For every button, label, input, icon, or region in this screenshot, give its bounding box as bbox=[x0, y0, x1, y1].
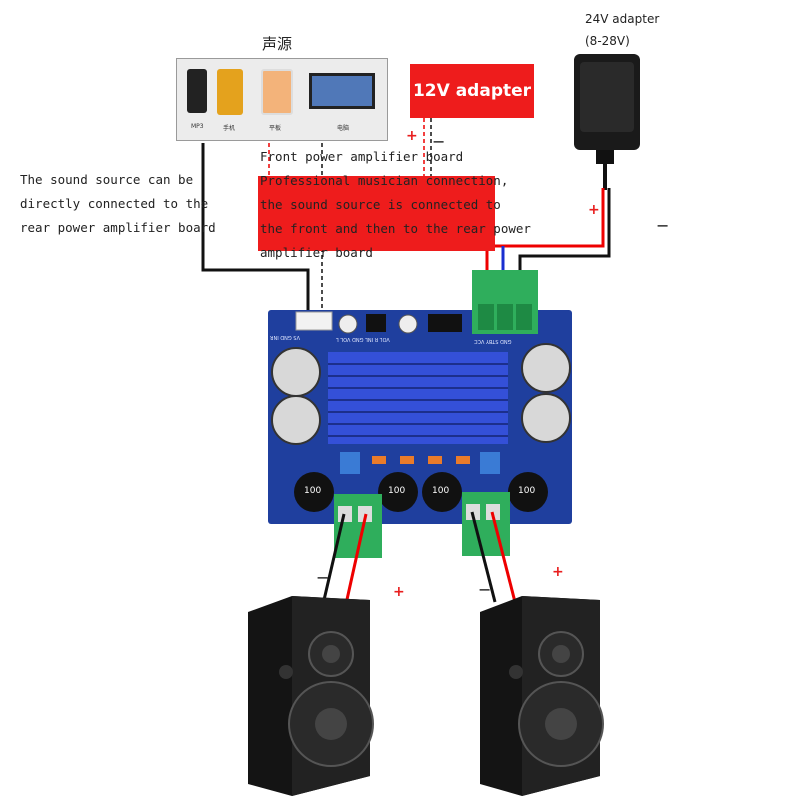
front-note-line-5: amplifier board bbox=[260, 245, 373, 260]
inductor-label-3: 100 bbox=[432, 486, 450, 496]
power-header-label: GND STBY VCC bbox=[474, 338, 512, 344]
front-note-line-3: the sound source is connected to bbox=[260, 197, 501, 212]
phone-label: 手机 bbox=[223, 125, 236, 132]
adapter-12v-minus: − bbox=[432, 132, 446, 151]
adapter-24v-range: (8-28V) bbox=[585, 34, 630, 48]
input-header-label: VS GND INR bbox=[270, 334, 300, 340]
right-speaker bbox=[480, 596, 604, 796]
front-board-note: Front power amplifier board Professional… bbox=[260, 145, 531, 265]
mp3-label: MP3 bbox=[191, 123, 204, 130]
rear-note-line-2: directly connected to the bbox=[20, 196, 209, 211]
right-speaker-red-wire bbox=[490, 511, 517, 603]
adapter-12v-plus: + bbox=[406, 128, 418, 144]
volume-label: VOL R INL GND VOL L bbox=[336, 336, 390, 342]
power-terminal bbox=[472, 270, 538, 334]
front-note-line-4: the front and then to the rear power bbox=[260, 221, 531, 236]
inductor-label-4: 100 bbox=[518, 486, 536, 496]
right-speaker-plus: + bbox=[552, 564, 564, 580]
tablet-device bbox=[261, 69, 293, 115]
rear-note-line-1: The sound source can be bbox=[20, 172, 194, 187]
rear-board-note: The sound source can be directly connect… bbox=[20, 168, 216, 240]
adapter24-body bbox=[574, 54, 640, 190]
adapter-12v-label: 12V adapter bbox=[412, 81, 532, 101]
phone-device bbox=[217, 69, 243, 115]
front-note-line-2: Professional musician connection, bbox=[260, 173, 509, 188]
adapter-24v-minus: − bbox=[656, 216, 670, 235]
right-speaker-minus: − bbox=[478, 580, 492, 599]
laptop-label: 电脑 bbox=[337, 125, 350, 132]
left-speaker-black-wire bbox=[322, 513, 346, 601]
rear-note-line-3: rear power amplifier board bbox=[20, 220, 216, 235]
left-speaker-minus: − bbox=[316, 568, 330, 587]
right-speaker-black-wire bbox=[470, 511, 497, 603]
source-to-rear-wire bbox=[201, 143, 310, 312]
adapter-12v-box: 12V adapter bbox=[410, 64, 534, 118]
adapter-24v-plus: + bbox=[588, 202, 600, 218]
adapter-24v-title: 24V adapter bbox=[585, 12, 660, 26]
mp3-device bbox=[187, 69, 207, 113]
laptop-device bbox=[309, 73, 375, 109]
front-note-highlight bbox=[258, 176, 495, 251]
inductor-label-2: 100 bbox=[388, 486, 406, 496]
left-speaker-red-wire bbox=[344, 513, 368, 605]
sound-source-box: MP3 手机 平板 电脑 bbox=[176, 58, 388, 141]
right-speaker-terminal bbox=[462, 492, 510, 556]
front-note-line-1: Front power amplifier board bbox=[260, 149, 464, 164]
left-speaker-plus: + bbox=[393, 584, 405, 600]
amplifier-board bbox=[268, 310, 572, 524]
source-title: 声源 bbox=[262, 35, 293, 53]
tablet-label: 平板 bbox=[269, 125, 282, 132]
inductor-label-1: 100 bbox=[304, 486, 322, 496]
left-speaker bbox=[248, 596, 374, 796]
